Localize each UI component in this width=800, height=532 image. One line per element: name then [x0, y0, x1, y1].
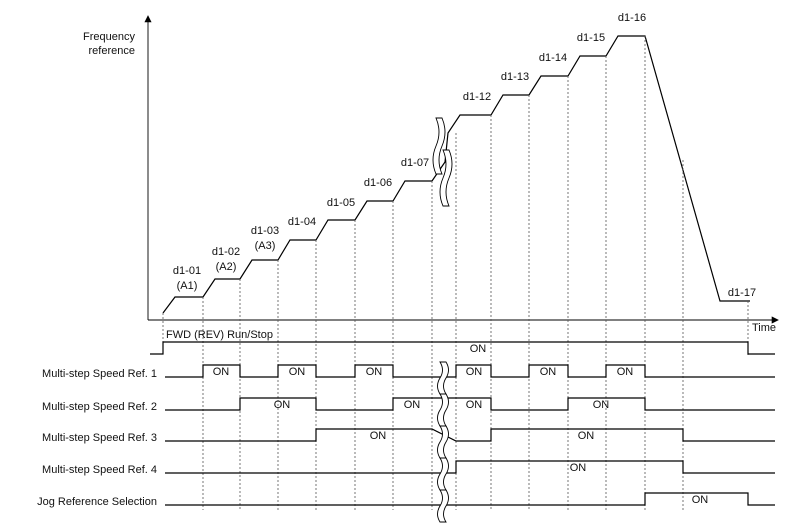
step-labels: d1-01 (A1) d1-02 (A2) d1-03 (A3) d1-04 d…	[173, 12, 756, 299]
on-ref3-2: ON	[578, 430, 595, 442]
on-ref1-2: ON	[289, 366, 306, 378]
on-ref2-1: ON	[274, 399, 291, 411]
signal-label-ref4: Multi-step Speed Ref. 4	[42, 464, 157, 476]
on-ref2-2: ON	[404, 399, 421, 411]
signal-waveforms	[150, 341, 775, 506]
on-jog-1: ON	[692, 494, 709, 506]
on-ref1-1: ON	[213, 366, 230, 378]
step-label-d1-14: d1-14	[539, 52, 567, 64]
on-ref1-3: ON	[366, 366, 383, 378]
time-break-symbols	[432, 117, 453, 523]
step-label-d1-12: d1-12	[463, 91, 491, 103]
signal-labels: FWD (REV) Run/Stop Multi-step Speed Ref.…	[37, 329, 273, 508]
step-label-d1-16: d1-16	[618, 12, 646, 24]
break-symbol-top	[432, 117, 446, 175]
on-run-stop: ON	[470, 343, 487, 355]
waveform-ref4	[165, 460, 775, 474]
step-label-d1-04: d1-04	[288, 216, 316, 228]
y-axis-label-line2: reference	[89, 45, 135, 57]
signal-label-ref1: Multi-step Speed Ref. 1	[42, 368, 157, 380]
step-label-d1-07: d1-07	[401, 157, 429, 169]
waveform-jog	[165, 492, 775, 506]
step-label-d1-02: d1-02	[212, 246, 240, 258]
on-ref1-5: ON	[540, 366, 557, 378]
signal-label-jog: Jog Reference Selection	[37, 496, 157, 508]
step-label-d1-17: d1-17	[728, 287, 756, 299]
step-sub-a3: (A3)	[255, 240, 276, 252]
waveform-run-stop	[150, 341, 775, 355]
step-label-d1-06: d1-06	[364, 177, 392, 189]
step-sub-a2: (A2)	[216, 261, 237, 273]
y-axis-label-line1: Frequency	[83, 31, 135, 43]
step-label-d1-01: d1-01	[173, 265, 201, 277]
signal-label-ref2: Multi-step Speed Ref. 2	[42, 401, 157, 413]
step-label-d1-05: d1-05	[327, 197, 355, 209]
waveform-ref1	[165, 364, 775, 378]
waveform-ref3	[165, 428, 775, 442]
x-axis-label: Time	[752, 322, 776, 334]
on-ref1-4: ON	[466, 366, 483, 378]
signal-label-ref3: Multi-step Speed Ref. 3	[42, 432, 157, 444]
on-ref2-4: ON	[593, 399, 610, 411]
step-label-d1-03: d1-03	[251, 225, 279, 237]
on-ref2-3: ON	[466, 399, 483, 411]
on-labels: ON ON ON ON ON ON ON ON ON ON ON ON ON O…	[213, 343, 709, 506]
on-ref4-1: ON	[570, 462, 587, 474]
frequency-reference-curve	[162, 35, 750, 314]
step-sub-a1: (A1)	[177, 280, 198, 292]
step-label-d1-15: d1-15	[577, 32, 605, 44]
time-guides	[162, 36, 749, 510]
signal-label-run-stop: FWD (REV) Run/Stop	[166, 329, 273, 341]
on-ref1-6: ON	[617, 366, 634, 378]
step-label-d1-13: d1-13	[501, 71, 529, 83]
on-ref3-1: ON	[370, 430, 387, 442]
